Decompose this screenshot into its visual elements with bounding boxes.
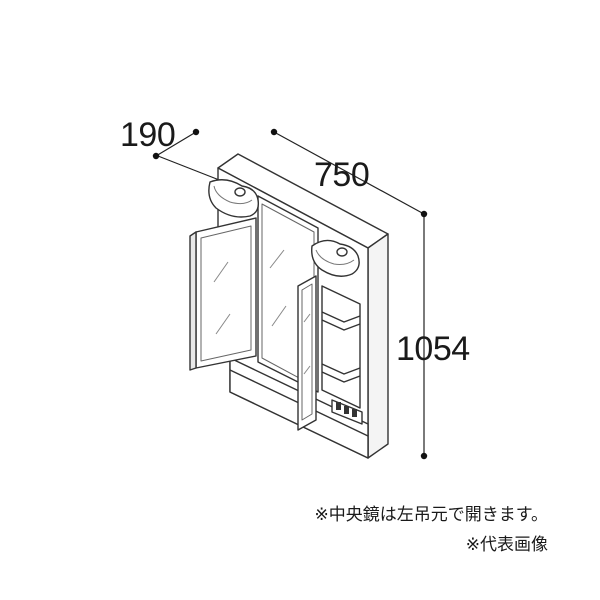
width-label: 750 bbox=[314, 156, 369, 194]
outlet-panel bbox=[331, 399, 363, 425]
left-door-open bbox=[195, 217, 257, 369]
shelf-upper bbox=[321, 311, 361, 331]
right-door-open bbox=[297, 275, 317, 431]
mirror-glare bbox=[269, 249, 285, 269]
height-label: 1054 bbox=[396, 330, 470, 368]
side-storage bbox=[321, 285, 361, 409]
dimension-dots bbox=[152, 128, 428, 460]
light-fixture-right bbox=[311, 239, 360, 277]
shelf-lower bbox=[321, 363, 361, 383]
note-mirror-hinge: ※中央鏡は左吊元で開きます。 bbox=[314, 505, 548, 525]
note-representative-image: ※代表画像 bbox=[465, 535, 548, 555]
light-fixture-left bbox=[208, 179, 260, 218]
depth-label: 190 bbox=[120, 116, 175, 154]
cabinet-side bbox=[367, 233, 389, 459]
